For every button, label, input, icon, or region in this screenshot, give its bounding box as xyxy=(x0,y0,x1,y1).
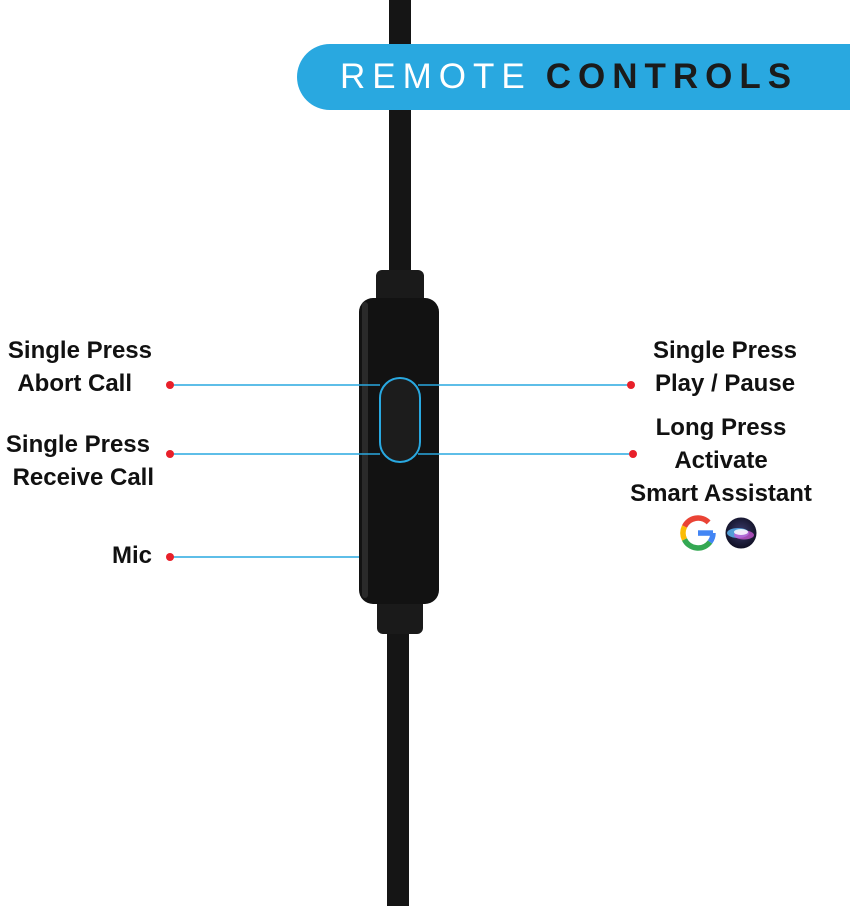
title-bold: CONTROLS xyxy=(545,57,799,96)
label-smart-assistant: Long Press Activate Smart Assistant xyxy=(618,411,824,510)
remote-button xyxy=(379,377,421,463)
callout-dot-assistant xyxy=(629,450,637,458)
label-assistant-line2: Activate xyxy=(674,447,768,474)
callout-dot-receive xyxy=(166,450,174,458)
label-mic: Mic xyxy=(0,539,152,572)
label-mic-line1: Mic xyxy=(111,542,152,569)
google-icon xyxy=(680,515,716,551)
cable-collar-bottom xyxy=(377,596,423,634)
callout-dot-mic xyxy=(166,553,174,561)
remote-body-highlight xyxy=(362,302,368,598)
label-abort-line2: Abort Call xyxy=(17,370,132,397)
label-play-line2: Play / Pause xyxy=(654,370,796,397)
label-receive-call: Single Press Receive Call xyxy=(0,428,154,494)
title-banner xyxy=(297,44,850,110)
label-receive-line2: Receive Call xyxy=(12,464,154,491)
label-abort-line1: Single Press xyxy=(7,337,152,364)
label-play-line1: Single Press xyxy=(652,337,798,364)
label-assistant-line1: Long Press xyxy=(655,414,787,441)
title-light: REMOTE xyxy=(340,57,532,96)
callout-dot-abort xyxy=(166,381,174,389)
title-text: REMOTE CONTROLS xyxy=(340,54,798,100)
label-receive-line1: Single Press xyxy=(5,431,150,458)
cable-bottom xyxy=(387,625,409,906)
siri-icon xyxy=(725,517,757,549)
callout-dot-play xyxy=(627,381,635,389)
label-assistant-line3: Smart Assistant xyxy=(630,480,812,507)
cable-top xyxy=(389,0,411,280)
label-abort-call: Single Press Abort Call xyxy=(0,334,152,400)
label-play-pause: Single Press Play / Pause xyxy=(640,334,810,400)
